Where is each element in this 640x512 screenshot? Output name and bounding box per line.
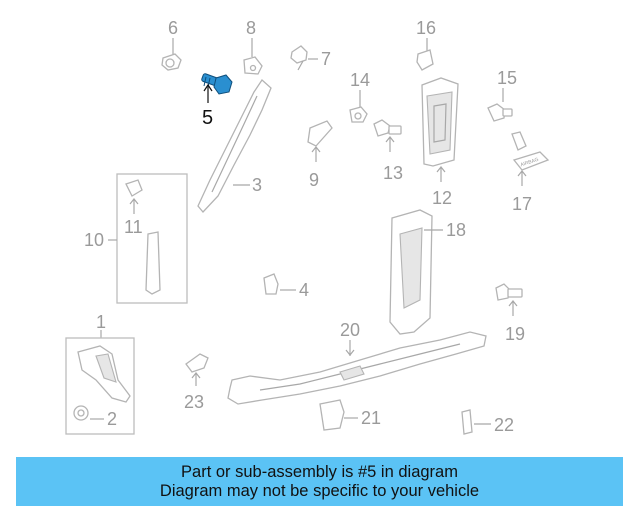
part-20-sill-trim[interactable] [227, 331, 487, 405]
callout-10: 10 [84, 230, 104, 250]
callout-19: 19 [505, 324, 525, 344]
part-21-clip[interactable] [319, 399, 358, 431]
part-22-clip[interactable] [461, 409, 491, 435]
callout-2: 2 [107, 409, 117, 429]
callout-14: 14 [350, 70, 370, 90]
callout-21: 21 [361, 408, 381, 428]
callout-22: 22 [494, 415, 514, 435]
callout-20: 20 [340, 320, 360, 340]
part-18-b-pillar-lower[interactable] [389, 209, 443, 335]
part-1-assembly-box[interactable] [65, 330, 135, 435]
part-6-clip[interactable] [161, 38, 182, 71]
banner-line-1: Part or sub-assembly is #5 in diagram [181, 462, 458, 481]
part-12-b-pillar-upper[interactable] [421, 77, 459, 182]
callout-3: 3 [252, 175, 262, 195]
svg-text:AIRBAG: AIRBAG [520, 157, 540, 169]
part-8-clip[interactable] [243, 38, 263, 75]
part-17-airbag-badge[interactable]: AIRBAG [511, 131, 550, 186]
part-14-clip[interactable] [349, 90, 368, 123]
callout-7: 7 [321, 49, 331, 69]
callout-5: 5 [202, 107, 213, 129]
callout-18: 18 [446, 220, 466, 240]
callout-9: 9 [309, 170, 319, 190]
part-5-bolt[interactable] [201, 73, 233, 103]
info-banner: Part or sub-assembly is #5 in diagram Di… [16, 457, 623, 506]
part-23-clip[interactable] [185, 353, 209, 386]
callout-13: 13 [383, 163, 403, 183]
callout-11: 11 [124, 217, 143, 237]
callout-8: 8 [246, 18, 256, 38]
callout-12: 12 [432, 188, 452, 208]
part-9-cap[interactable] [307, 120, 333, 162]
part-13-screw[interactable] [373, 119, 402, 152]
part-7-screw[interactable] [290, 45, 318, 71]
part-3-pillar-trim[interactable] [197, 79, 272, 213]
callout-23: 23 [184, 392, 204, 412]
callout-16: 16 [416, 18, 436, 38]
part-19-screw[interactable] [495, 283, 523, 316]
callout-15: 15 [497, 68, 517, 88]
callout-4: 4 [299, 280, 309, 300]
part-16-clip[interactable] [416, 38, 434, 71]
part-11-trim[interactable] [125, 179, 161, 295]
callout-6: 6 [168, 18, 178, 38]
callout-17: 17 [512, 194, 532, 214]
part-15-screw[interactable] [487, 88, 513, 122]
part-10-assembly-box[interactable] [108, 173, 188, 304]
callout-1: 1 [96, 312, 106, 332]
part-2-clip[interactable] [73, 405, 104, 421]
banner-line-2: Diagram may not be specific to your vehi… [159, 481, 480, 500]
part-4-clip[interactable] [263, 273, 296, 295]
